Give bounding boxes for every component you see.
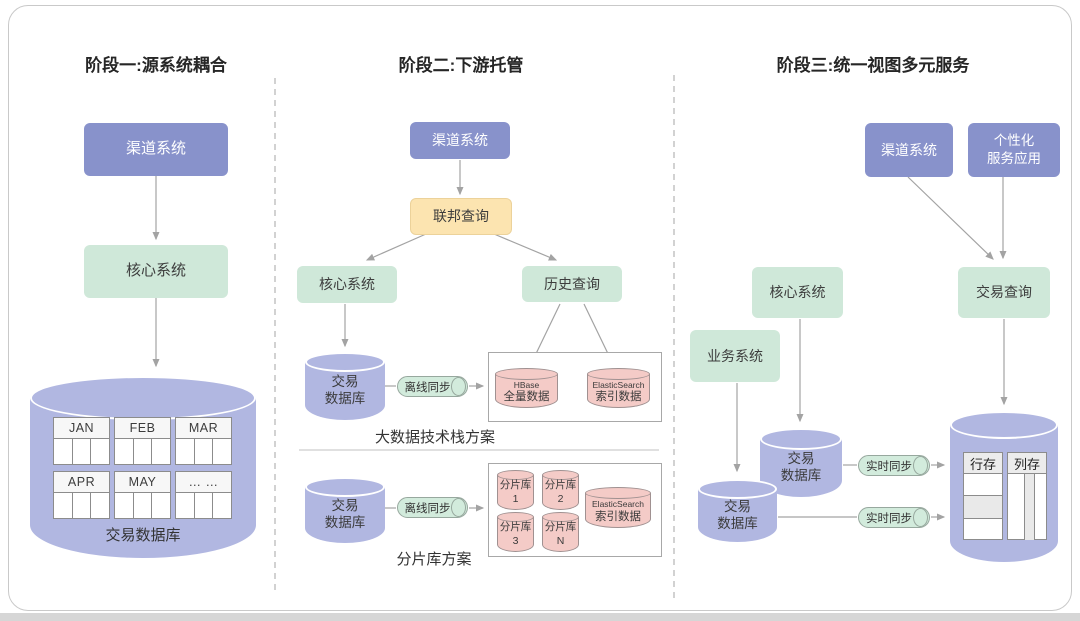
- month-table-cells: [115, 438, 170, 464]
- cylinder-top: [495, 368, 558, 380]
- phase2-offline-sync-pill-1: 离线同步: [397, 376, 468, 397]
- cylinder-top: [587, 368, 650, 380]
- phase3-business-system-box: 业务系统: [690, 330, 780, 382]
- cylinder-body: [542, 517, 579, 552]
- cylinder-body: [497, 517, 534, 552]
- cylinder-top: [497, 470, 534, 480]
- month-table-mar: MAR: [175, 417, 232, 465]
- month-label: JAN: [54, 418, 109, 438]
- phase3-channel-system-box: 渠道系统: [865, 123, 953, 177]
- pill-label: 离线同步: [404, 381, 451, 394]
- phase1-db-label: 交易数据库: [105, 527, 181, 544]
- column-store-table: 列存: [1007, 452, 1047, 540]
- phase-separators: [274, 75, 675, 600]
- shard-db-3-cylinder: 分片库 3: [497, 512, 534, 552]
- phase1-title: 阶段一:源系统耦合: [85, 56, 227, 75]
- pill-end-cap: [913, 508, 928, 527]
- shard-db-2-cylinder: 分片库 2: [542, 470, 579, 510]
- shard-label: 分片库 N: [544, 521, 577, 547]
- bottom-strip: [0, 613, 1080, 621]
- row-store-label: 行存: [964, 453, 1002, 474]
- cylinder-top: [542, 512, 579, 522]
- shard-db-n-cylinder: 分片库 N: [542, 512, 579, 552]
- phase2-tx-db-cylinder-1: 交易 数据库: [305, 352, 385, 420]
- cylinder-top: [305, 352, 385, 372]
- es-name: ElasticSearch: [592, 379, 645, 390]
- month-label: FEB: [115, 418, 170, 438]
- month-table-more: … …: [175, 471, 232, 519]
- pill-end-cap: [451, 498, 466, 517]
- cylinder-top: [497, 512, 534, 522]
- phase3-unified-store-cylinder: 行存 列存: [950, 411, 1058, 562]
- tx-db-label: 交易 数据库: [324, 374, 366, 406]
- es2-label: 索引数据: [595, 510, 641, 523]
- phase3-personal-service-box: 个性化 服务应用: [968, 123, 1060, 177]
- cylinder-body: [542, 475, 579, 510]
- tx-db-label: 交易 数据库: [780, 451, 822, 483]
- phase1-core-system-box: 核心系统: [84, 245, 228, 298]
- month-table-cells: [115, 492, 170, 518]
- phase2-offline-sync-pill-2: 离线同步: [397, 497, 468, 518]
- phase2-history-query-box: 历史查询: [522, 266, 622, 302]
- phase2-tx-db-cylinder-2: 交易 数据库: [305, 477, 385, 543]
- es-label: 索引数据: [595, 391, 642, 404]
- diagram-border: [8, 5, 1072, 611]
- column-store-columns: [1008, 474, 1046, 540]
- month-label: MAY: [115, 472, 170, 492]
- row-store-table: 行存: [963, 452, 1003, 540]
- cylinder-top: [760, 428, 842, 450]
- shard-solution-caption: 分片库方案: [396, 551, 472, 568]
- month-table-feb: FEB: [114, 417, 171, 465]
- row-store-rows: [964, 474, 1002, 540]
- phase2-title: 阶段二:下游托管: [398, 56, 524, 75]
- hbase-label: 全量数据: [503, 391, 550, 404]
- month-table-cells: [54, 438, 109, 464]
- shard-label: 分片库 1: [499, 479, 532, 505]
- phase3-transaction-query-box: 交易查询: [958, 267, 1050, 318]
- column-store-label: 列存: [1008, 453, 1046, 474]
- cylinder-top: [950, 411, 1058, 439]
- tx-db-label: 交易 数据库: [717, 498, 758, 531]
- phase2-core-system-box: 核心系统: [297, 266, 397, 303]
- month-table-cells: [176, 438, 231, 464]
- phase3-core-system-box: 核心系统: [752, 267, 843, 318]
- shard-label: 分片库 3: [499, 521, 532, 547]
- shard-db-1-cylinder: 分片库 1: [497, 470, 534, 510]
- hbase-name: HBase: [513, 379, 540, 390]
- phase1-transaction-db-cylinder: JAN FEB MAR APR MAY … … 交易数据库: [30, 376, 256, 558]
- cylinder-top: [542, 470, 579, 480]
- phase3-realtime-sync-pill-2: 实时同步: [858, 507, 930, 528]
- phase3-realtime-sync-pill-1: 实时同步: [858, 455, 930, 476]
- pill-end-cap: [451, 377, 466, 396]
- hbase-cylinder: HBase 全量数据: [495, 368, 558, 408]
- pill-label: 实时同步: [866, 512, 912, 525]
- phase2-channel-system-box: 渠道系统: [410, 122, 510, 159]
- shard-label: 分片库 2: [544, 479, 577, 505]
- bigdata-solution-caption: 大数据技术栈方案: [374, 429, 496, 446]
- pill-end-cap: [913, 456, 928, 475]
- cylinder-top: [585, 487, 651, 499]
- month-label: MAR: [176, 418, 231, 438]
- cylinder-top: [305, 477, 385, 497]
- cylinder-top: [30, 376, 256, 420]
- month-label: … …: [176, 472, 231, 492]
- cylinder-top: [698, 479, 777, 499]
- month-table-jan: JAN: [53, 417, 110, 465]
- month-label: APR: [54, 472, 109, 492]
- shard-elasticsearch-cylinder: ElasticSearch 索引数据: [585, 487, 651, 528]
- cylinder-body: [497, 475, 534, 510]
- pill-label: 离线同步: [404, 502, 451, 515]
- month-table-cells: [176, 492, 231, 518]
- elasticsearch-cylinder: ElasticSearch 索引数据: [587, 368, 650, 408]
- phase1-channel-system-box: 渠道系统: [84, 123, 228, 176]
- tx-db-label: 交易 数据库: [324, 498, 366, 530]
- month-table-may: MAY: [114, 471, 171, 519]
- phase3-tx-db-cylinder-2: 交易 数据库: [698, 479, 777, 542]
- es2-name: ElasticSearch: [592, 499, 644, 509]
- phase2-federation-query-box: 联邦查询: [410, 198, 512, 235]
- pill-label: 实时同步: [866, 460, 912, 473]
- month-table-apr: APR: [53, 471, 110, 519]
- phase3-title: 阶段三:统一视图多元服务: [776, 56, 970, 75]
- month-table-cells: [54, 492, 109, 518]
